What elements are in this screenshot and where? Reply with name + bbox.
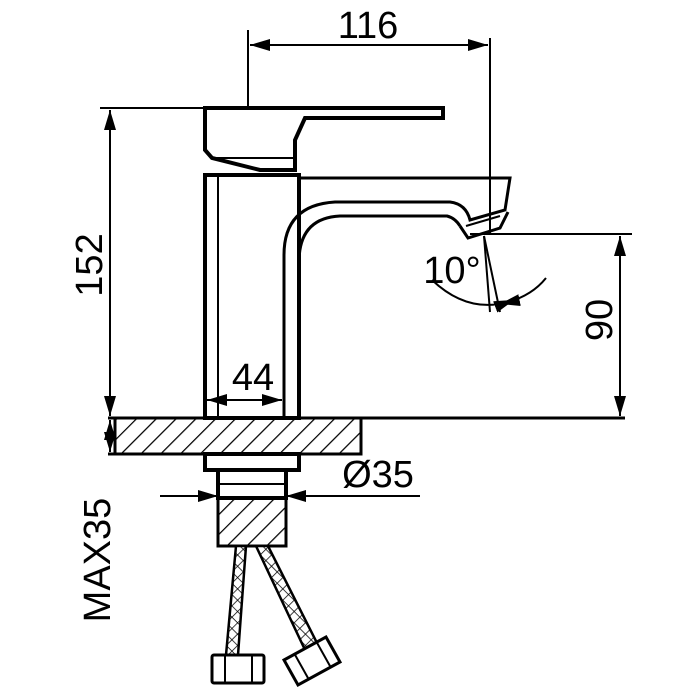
dimension-max-thickness-label: MAX35	[77, 498, 119, 623]
threaded-shank	[216, 496, 288, 548]
dimension-spout-angle: 10°	[423, 235, 547, 313]
counter-deck	[108, 416, 625, 456]
dimension-body-width-label: 44	[232, 357, 274, 399]
mounting-nut	[203, 452, 301, 500]
dimension-spout-height: 90	[470, 233, 632, 416]
supply-hose-left	[210, 544, 266, 685]
dimension-hole-diameter-label: Ø35	[342, 454, 414, 496]
supply-hose-right	[254, 544, 343, 688]
dimension-height-label: 152	[69, 233, 111, 296]
faucet-handle	[203, 106, 445, 172]
dimension-max-thickness: MAX35	[77, 420, 119, 622]
faucet-spout	[282, 176, 512, 418]
dimension-reach-label: 116	[338, 5, 399, 47]
dimension-reach: 116	[247, 5, 491, 234]
dimension-body-width: 44	[207, 357, 282, 406]
dimension-hole-diameter: Ø35	[160, 454, 420, 502]
dimension-spout-height-label: 90	[579, 299, 621, 341]
dimension-spout-angle-label: 10°	[423, 250, 480, 292]
dimension-height: 152	[69, 107, 205, 416]
